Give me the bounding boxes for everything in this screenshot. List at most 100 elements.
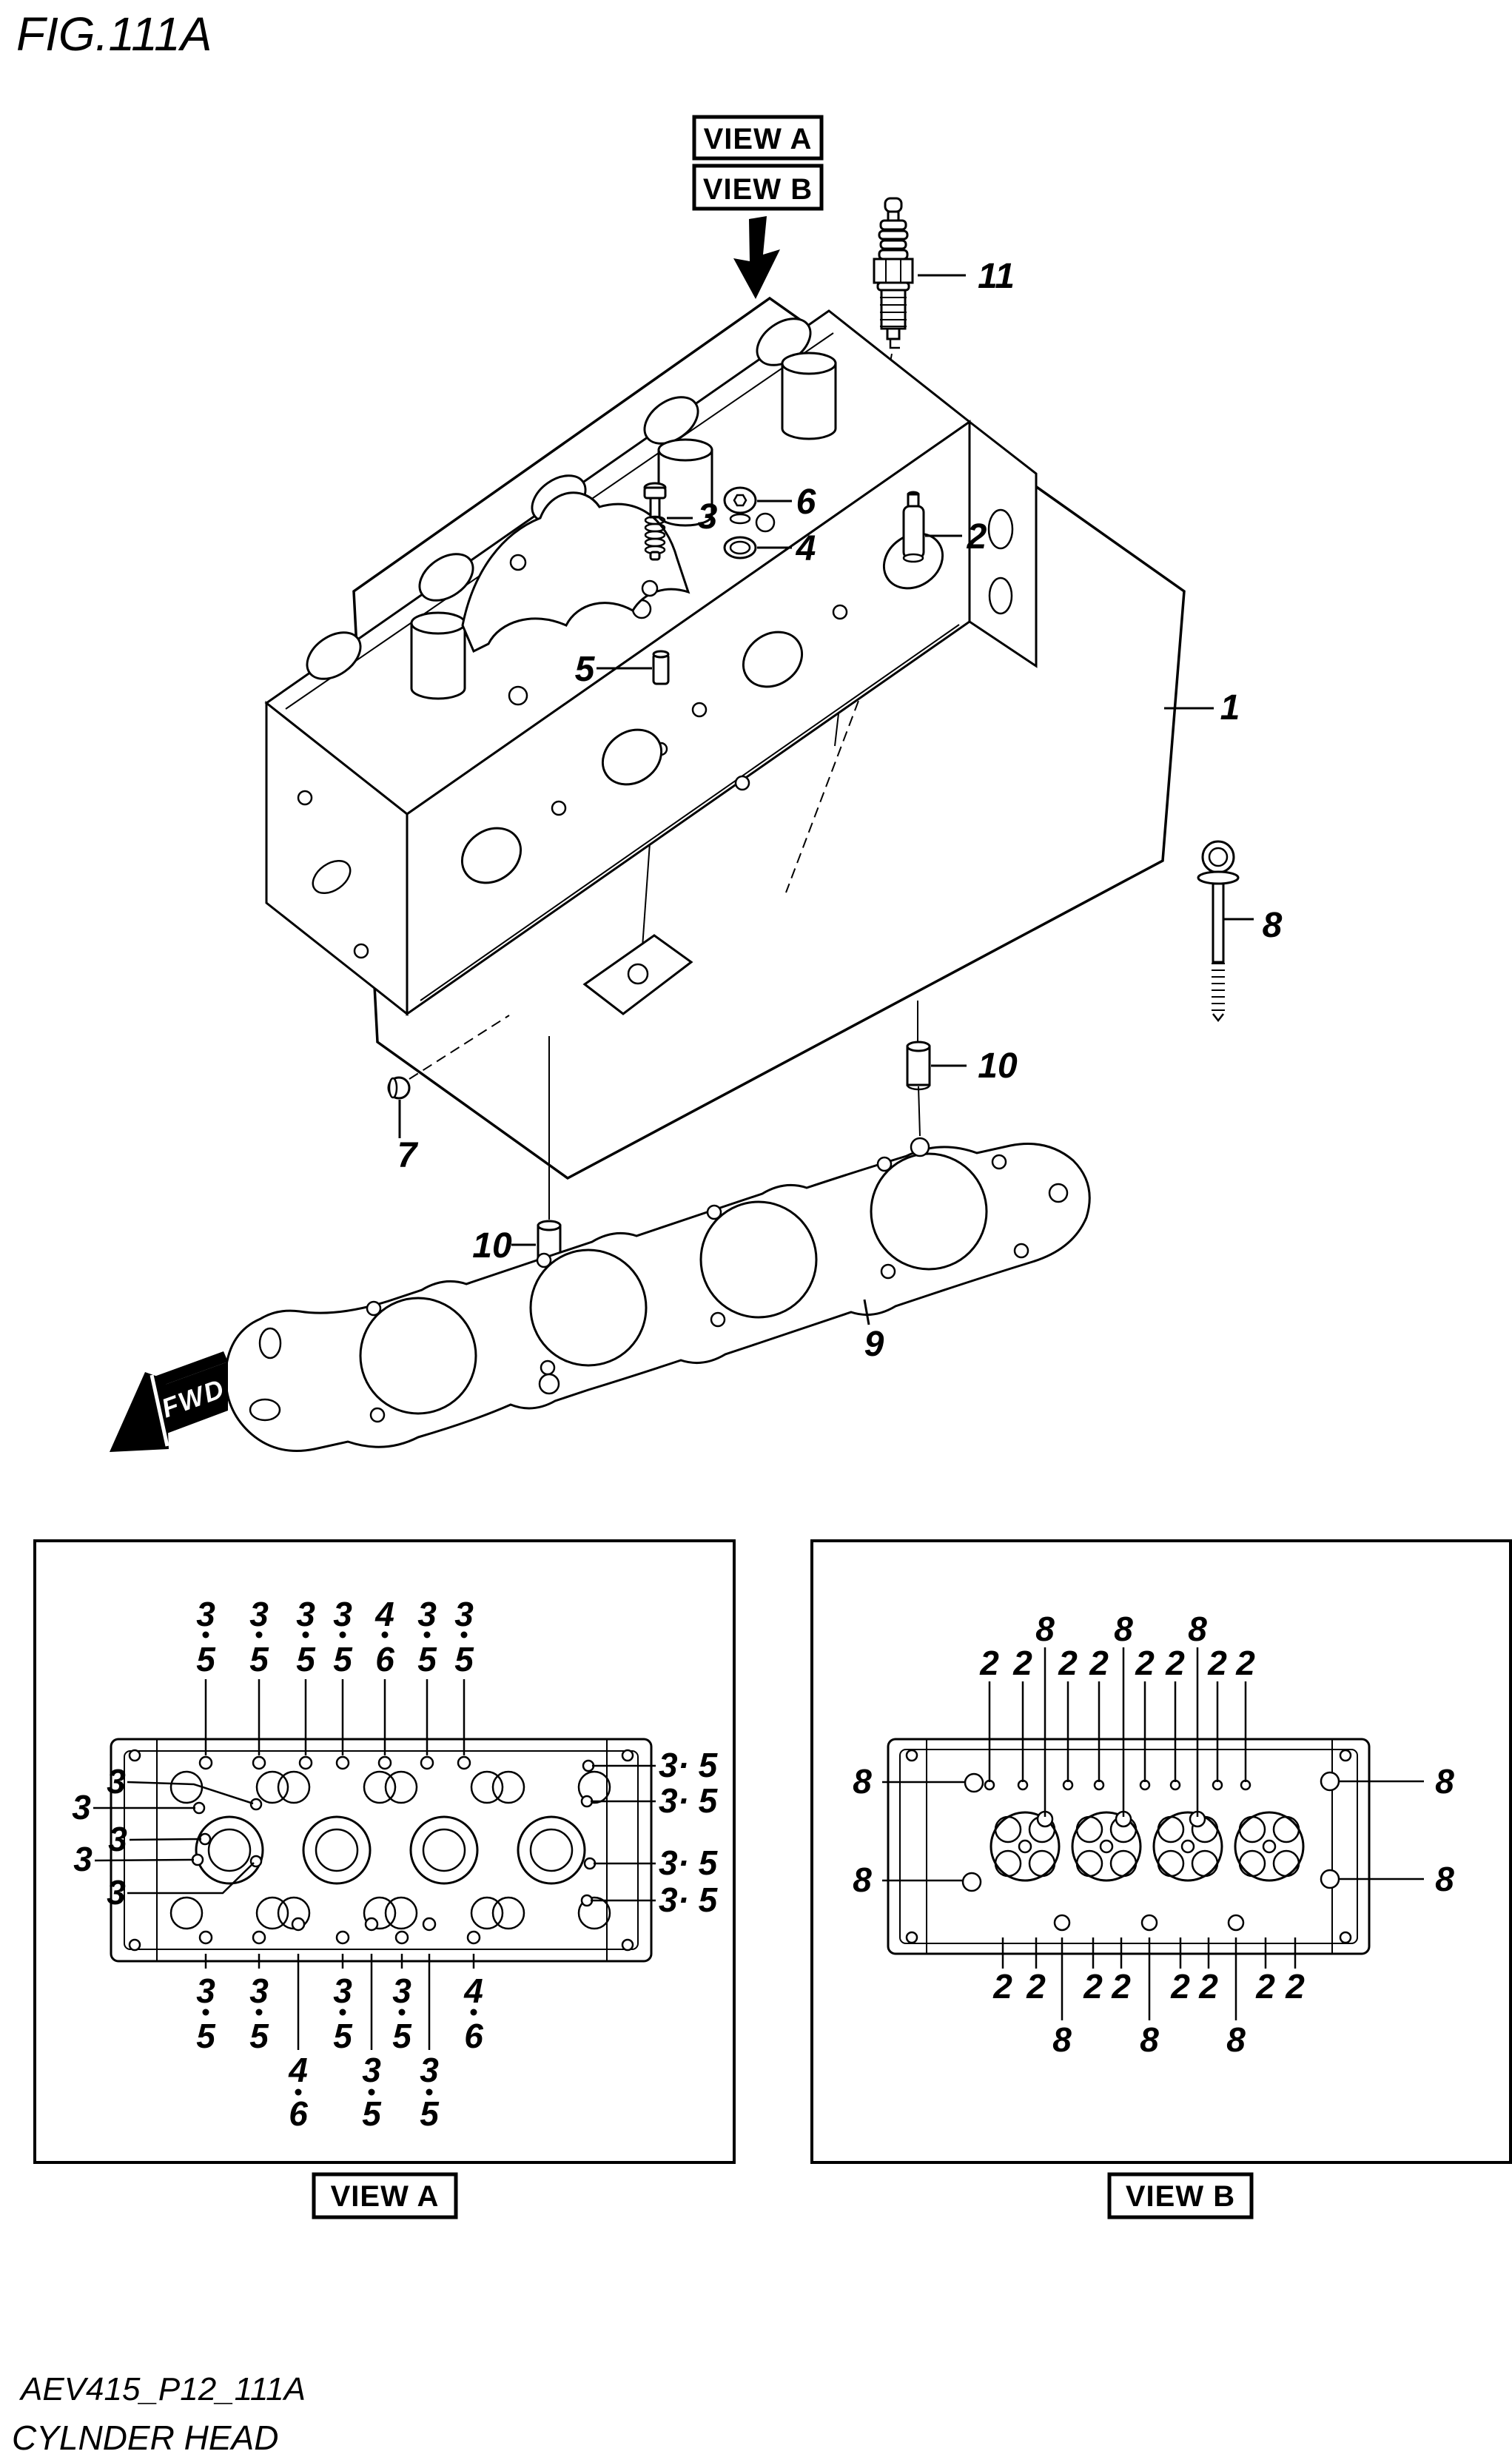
va-top-0-t: 3	[196, 1595, 215, 1633]
va-top-1-b: 5	[249, 1640, 269, 1678]
callout-10-right-label: 10	[978, 1046, 1018, 1086]
va-b1-0-b: 5	[196, 2017, 216, 2055]
part-head-bolt-8	[1197, 840, 1240, 1023]
vb-top2-6: 2	[1207, 1644, 1227, 1682]
view-b-bolt-holes	[905, 1749, 1352, 1944]
va-b2-0-b: 6	[289, 2094, 308, 2133]
callout-5-label: 5	[575, 650, 596, 689]
cam-cap-drawing	[461, 491, 691, 653]
va-left-0: 3	[107, 1762, 126, 1801]
va-b1-0-t: 3	[196, 1972, 215, 2010]
cylinder-head-drawing	[264, 309, 1038, 1017]
callout-8-label: 8	[1263, 906, 1283, 945]
va-top-1-t: 3	[249, 1595, 269, 1633]
va-b2-2-t: 3	[420, 2051, 439, 2089]
callout-10-left-label: 10	[472, 1226, 512, 1266]
view-label-boxes: VIEW A VIEW B	[692, 115, 824, 299]
va-left-1: 3	[72, 1788, 91, 1826]
va-top-5-b: 5	[417, 1640, 437, 1678]
va-b1-1-t: 3	[249, 1972, 269, 2010]
vb-top2-4: 2	[1135, 1644, 1155, 1682]
callout-2-label: 2	[967, 517, 987, 557]
view-a-head-drawing	[110, 1738, 653, 1963]
view-b-side-callouts: 8 8 8 8	[853, 1762, 1454, 1899]
vb-bot8-0: 8	[1052, 2020, 1072, 2059]
part-pin-5	[652, 650, 670, 685]
main-callouts: 11 6 4 3 2 5 1 8 7 10 10 9	[397, 257, 1283, 1364]
va-b1-2-t: 3	[333, 1972, 352, 2010]
intake-ports	[460, 532, 944, 884]
part-oring-4	[723, 536, 757, 559]
view-a-cam-bores	[195, 1815, 586, 1885]
va-b2-2-b: 5	[420, 2094, 440, 2133]
callout-7-label: 7	[397, 1136, 419, 1175]
bottom-lug	[582, 934, 693, 1015]
vb-bot8-2: 8	[1226, 2020, 1246, 2059]
view-b-panel: 8 8 8 2 2 2 2 2 2 2 2 8 8	[810, 1539, 1512, 2219]
va-top-2-t: 3	[296, 1595, 315, 1633]
vb-top8-0: 8	[1035, 1610, 1055, 1648]
va-top-0-b: 5	[196, 1640, 216, 1678]
va-right-1: 3· 5	[659, 1781, 719, 1820]
view-a-caption-box	[312, 2172, 458, 2219]
va-b1-2-b: 5	[333, 2017, 353, 2055]
vb-top8-1: 8	[1114, 1610, 1133, 1648]
va-top-3-t: 3	[333, 1595, 352, 1633]
callout-6-label: 6	[796, 483, 816, 522]
va-right-2: 3· 5	[659, 1843, 719, 1882]
vb-top2-0: 2	[979, 1644, 999, 1682]
va-left-2: 3	[108, 1820, 127, 1858]
va-b1-3-b: 5	[392, 2017, 412, 2055]
view-a-left-callouts: 3 3 3 3 3	[72, 1762, 255, 1912]
view-a-bolt-holes	[128, 1749, 634, 1952]
view-a-bottom-row2: 4 6 3 5 3 5	[288, 1954, 440, 2133]
view-b-bottom-callouts: 2 2 2 2 2 2 2 2 8 8 8	[992, 1937, 1305, 2059]
footer-part-name: CYLNDER HEAD	[12, 2419, 278, 2457]
va-top-6-t: 3	[454, 1595, 474, 1633]
vb-left-1: 8	[853, 1861, 872, 1899]
vb-top2-3: 2	[1089, 1644, 1109, 1682]
part-bolt-3	[643, 482, 667, 561]
view-a-right-callouts: 3· 5 3· 5 3· 5 3· 5	[591, 1746, 719, 1919]
vb-top2-7: 2	[1235, 1644, 1255, 1682]
vb-bot2-4: 2	[1170, 1967, 1190, 2006]
va-b1-4-b: 6	[464, 2017, 483, 2055]
view-a-box	[692, 115, 824, 161]
part-plug-6	[723, 486, 757, 525]
va-left-4: 3	[107, 1873, 126, 1912]
callout-11-label: 11	[978, 257, 1015, 296]
vb-top2-2: 2	[1058, 1644, 1078, 1682]
callout-3-label: 3	[698, 497, 718, 537]
callout-1-label: 1	[1220, 688, 1240, 727]
view-b-chambers	[989, 1811, 1305, 1882]
vb-right-1: 8	[1435, 1860, 1454, 1898]
va-top-3-b: 5	[333, 1640, 353, 1678]
vb-left-0: 8	[853, 1762, 872, 1801]
view-b-caption: VIEW B	[1126, 2180, 1235, 2213]
vb-top2-5: 2	[1165, 1644, 1185, 1682]
part-plug-7	[387, 1076, 411, 1100]
vb-bot2-1: 2	[1026, 1967, 1046, 2006]
vb-bot2-6: 2	[1255, 1967, 1275, 2006]
footer-drawing-code: AEV415_P12_111A	[19, 2371, 306, 2407]
view-b-caption-box	[1107, 2172, 1254, 2219]
part-spark-plug-11	[873, 197, 914, 349]
va-top-2-b: 5	[296, 1640, 316, 1678]
va-b2-0-t: 4	[288, 2051, 308, 2089]
fwd-arrow: FWD	[110, 1351, 229, 1452]
vb-bot2-2: 2	[1083, 1967, 1103, 2006]
va-top-4-t: 4	[374, 1595, 394, 1633]
part-valve-guide-2	[902, 491, 925, 563]
va-top-4-b: 6	[375, 1640, 394, 1678]
view-a-valve-circles	[169, 1770, 611, 1930]
figure-title: FIG.111A	[16, 7, 212, 61]
view-b-head-drawing	[887, 1738, 1371, 1955]
left-end-face	[297, 790, 369, 959]
view-a-box-label: VIEW A	[704, 123, 813, 155]
view-a-panel: 3 5 3 5 3 5 3 5 4 6 3 5 3 5	[33, 1539, 736, 2219]
va-right-3: 3· 5	[659, 1880, 719, 1919]
vb-bot2-5: 2	[1198, 1967, 1218, 2006]
va-right-0: 3· 5	[659, 1746, 719, 1784]
view-a-bottom-row1: 3 5 3 5 3 5 3 5 4 6	[196, 1954, 483, 2055]
